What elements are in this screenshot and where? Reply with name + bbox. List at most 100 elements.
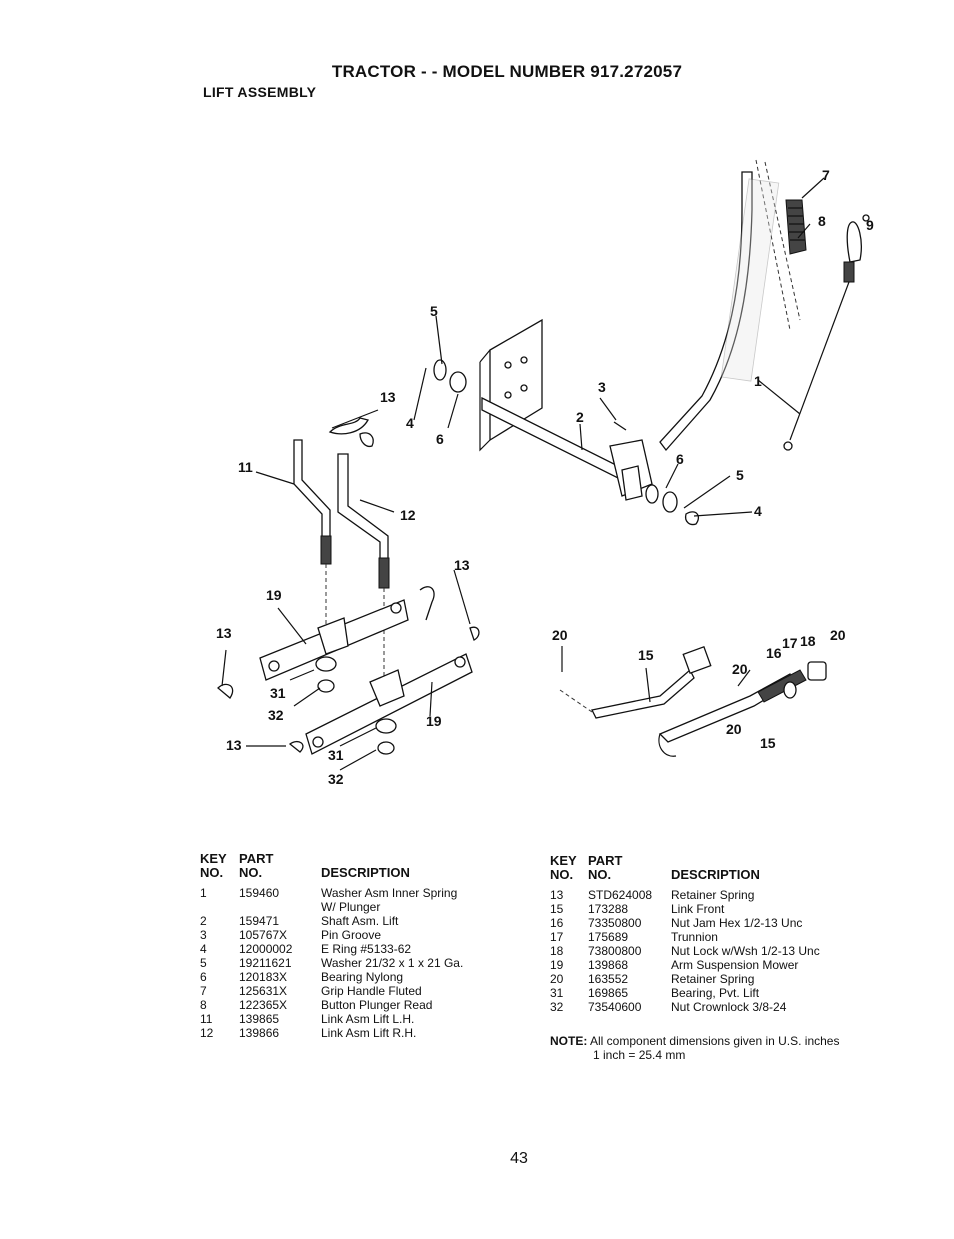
suspension-arm-upper	[259, 599, 409, 681]
callout-11: 11	[238, 459, 253, 475]
part-description: Grip Handle Fluted	[321, 984, 422, 998]
part-description: Washer Asm Inner Spring W/ Plunger	[321, 886, 458, 914]
part-key-no: 1	[200, 886, 207, 900]
part-key-no: 4	[200, 942, 207, 956]
page-title: TRACTOR - - MODEL NUMBER 917.272057	[331, 62, 683, 81]
callout-1: 1	[754, 373, 762, 389]
callout-15: 15	[638, 647, 654, 663]
callout-12: 12	[400, 507, 416, 523]
table-row: 5 19211621 Washer 21/32 x 1 x 21 Ga.	[200, 956, 471, 970]
col-description: DESCRIPTION	[321, 865, 410, 880]
part-number: 159471	[239, 914, 280, 928]
callout-32b: 32	[328, 771, 344, 787]
part-number: 159460	[239, 886, 280, 900]
part-key-no: 2	[200, 914, 207, 928]
table-row: 18 73800800 Nut Lock w/Wsh 1/2-13 Unc	[550, 944, 861, 958]
callout-19b: 19	[426, 713, 442, 729]
part-number: 139865	[239, 1012, 280, 1026]
part-key-no: 12	[200, 1026, 214, 1040]
part-description: Bearing Nylong	[321, 970, 404, 984]
part-number: 12000002	[239, 942, 293, 956]
part-description: Trunnion	[671, 930, 718, 944]
part-key-no: 13	[550, 888, 564, 902]
callout-18: 18	[800, 633, 816, 649]
part-number: 73540600	[588, 1000, 642, 1014]
part-key-no: 20	[550, 972, 564, 986]
part-key-no: 5	[200, 956, 207, 970]
callout-3: 3	[598, 379, 606, 395]
part-description: E Ring #5133-62	[321, 942, 412, 956]
part-key-no: 6	[200, 970, 207, 984]
callout-19: 19	[266, 587, 282, 603]
left-small-parts	[328, 359, 467, 448]
part-key-no: 17	[550, 930, 564, 944]
part-number: 73800800	[588, 944, 642, 958]
part-description: Nut Lock w/Wsh 1/2-13 Unc	[671, 944, 820, 958]
callout-leaders	[221, 177, 825, 771]
lift-assembly-diagram: 7 8 9 5 13 4 6 3 2 1 6 5 4 11 12 13 19 1…	[216, 159, 874, 787]
part-key-no: 7	[200, 984, 207, 998]
part-key-no: 18	[550, 944, 564, 958]
note-line2: 1 inch = 25.4 mm	[593, 1048, 686, 1062]
part-description: Washer 21/32 x 1 x 21 Ga.	[321, 956, 464, 970]
part-number: 122365X	[239, 998, 288, 1012]
callout-6: 6	[436, 431, 444, 447]
part-description: Nut Crownlock 3/8-24	[671, 1000, 787, 1014]
section-title: LIFT ASSEMBLY	[203, 84, 317, 100]
callout-13b: 13	[454, 557, 470, 573]
callout-13d: 13	[226, 737, 242, 753]
front-link-upper	[559, 646, 712, 719]
part-description: Link Asm Lift L.H.	[321, 1012, 415, 1026]
part-number: 163552	[588, 972, 629, 986]
callout-32: 32	[268, 707, 284, 723]
callout-20d: 20	[726, 721, 742, 737]
callout-16: 16	[766, 645, 782, 661]
front-link-lower	[658, 661, 827, 757]
part-key-no: 8	[200, 998, 207, 1012]
note-label: NOTE:	[550, 1034, 588, 1048]
table-row: 17 175689 Trunnion	[550, 930, 861, 944]
table-row: 1 159460 Washer Asm Inner Spring W/ Plunge…	[200, 886, 471, 914]
callout-31: 31	[270, 685, 286, 701]
callout-6b: 6	[676, 451, 684, 467]
callout-4b: 4	[754, 503, 762, 519]
part-number: 19211621	[239, 956, 292, 970]
part-key-no: 32	[550, 1000, 564, 1014]
callout-20c: 20	[830, 627, 846, 643]
part-number: 139866	[239, 1026, 280, 1040]
lift-link-lh	[293, 439, 332, 628]
callout-20b: 20	[732, 661, 748, 677]
part-description: Retainer Spring	[671, 888, 755, 902]
callout-9: 9	[866, 217, 874, 233]
part-number: 125631X	[239, 984, 288, 998]
part-number: 175689	[588, 930, 629, 944]
part-description: Pin Groove	[321, 928, 382, 942]
part-number: 73350800	[588, 916, 642, 930]
part-description: Retainer Spring	[671, 972, 755, 986]
lift-link-rh	[337, 453, 390, 710]
note-line1: All component dimensions given in U.S. i…	[590, 1034, 840, 1048]
part-number: 169865	[588, 986, 629, 1000]
part-description: Link Front	[671, 902, 725, 916]
callout-5: 5	[430, 303, 438, 319]
lift-handle-lever	[659, 159, 801, 452]
part-key-no: 19	[550, 958, 564, 972]
part-number: 173288	[588, 902, 629, 916]
callout-4: 4	[406, 415, 414, 431]
part-description: Button Plunger Read	[321, 998, 433, 1012]
callout-5b: 5	[736, 467, 744, 483]
